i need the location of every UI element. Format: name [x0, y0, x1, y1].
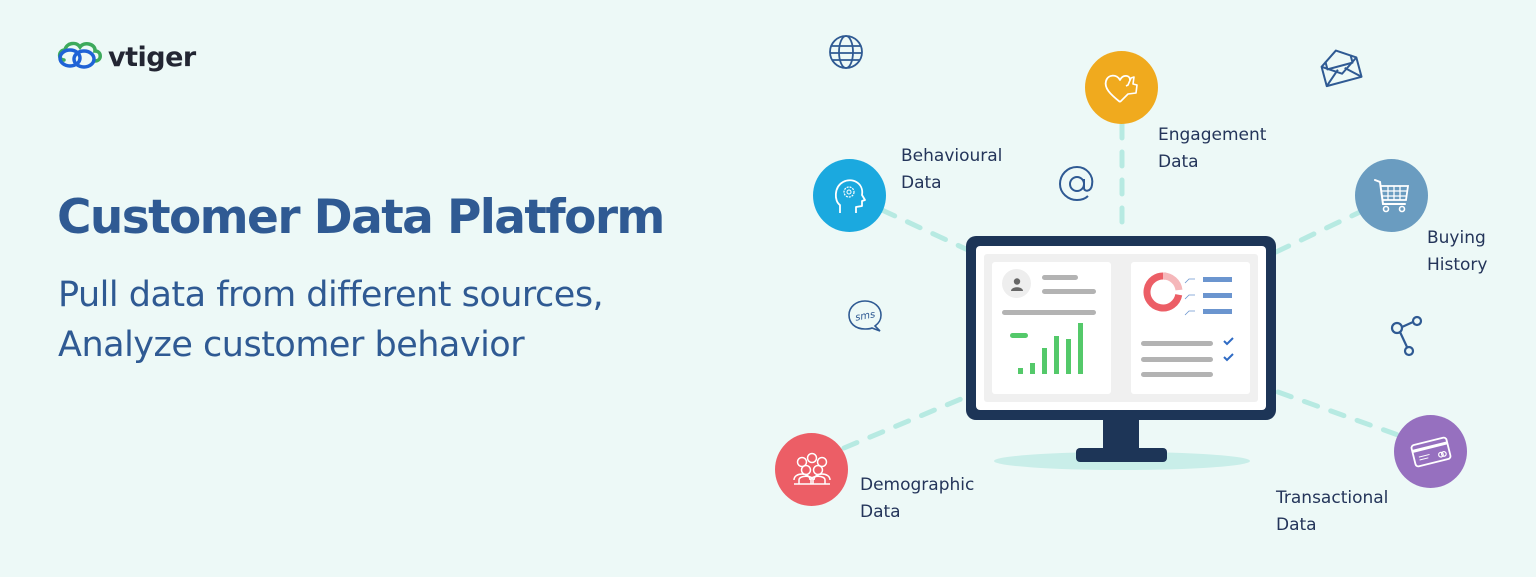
cloud-rings-icon	[56, 38, 104, 76]
engagement-data-node[interactable]	[1085, 51, 1158, 124]
profile-panel	[992, 262, 1111, 394]
demographic-data-label: Demographic Data	[860, 475, 975, 522]
donut-chart-icon	[1143, 272, 1195, 316]
globe-icon	[829, 35, 863, 69]
transactional-data-node[interactable]	[1394, 415, 1467, 488]
head-gear-icon	[834, 178, 866, 213]
subtitle-line-2: Analyze customer behavior	[58, 325, 525, 365]
buying-history-node[interactable]	[1355, 159, 1428, 232]
at-sign-icon	[1058, 165, 1094, 202]
vtiger-logo[interactable]: vtiger	[56, 38, 196, 76]
envelope-open-icon	[1320, 49, 1363, 88]
sms-bubble-icon: sms	[846, 298, 884, 340]
chart-legend-marker	[1010, 333, 1028, 338]
monitor-screen	[976, 246, 1266, 410]
page-subtitle: Pull data from different sources, Analyz…	[58, 270, 604, 370]
analytics-panel	[1131, 262, 1250, 394]
svg-text:sms: sms	[854, 309, 876, 323]
monitor-stand	[1103, 418, 1139, 452]
page-title: Customer Data Platform	[57, 190, 665, 245]
monitor-base	[1076, 448, 1167, 462]
subtitle-line-1: Pull data from different sources,	[58, 275, 604, 315]
engagement-data-label: Engagement Data	[1158, 125, 1267, 172]
buying-history-label: Buying History	[1427, 228, 1488, 275]
behavioural-data-label: Behavioural Data	[901, 146, 1003, 193]
credit-card-icon	[1410, 436, 1451, 467]
behavioural-data-node[interactable]	[813, 159, 886, 232]
shopping-cart-icon	[1373, 178, 1409, 212]
transactional-data-label: Transactional Data	[1276, 488, 1389, 535]
people-group-icon	[792, 452, 831, 485]
check-icons	[1223, 337, 1234, 362]
monitor	[966, 236, 1276, 420]
demographic-data-node[interactable]	[775, 433, 848, 506]
heart-thumbs-up-icon	[1104, 74, 1138, 103]
share-nodes-icon	[1390, 315, 1423, 357]
brand-name: vtiger	[108, 41, 196, 73]
user-avatar-icon	[1002, 269, 1031, 298]
